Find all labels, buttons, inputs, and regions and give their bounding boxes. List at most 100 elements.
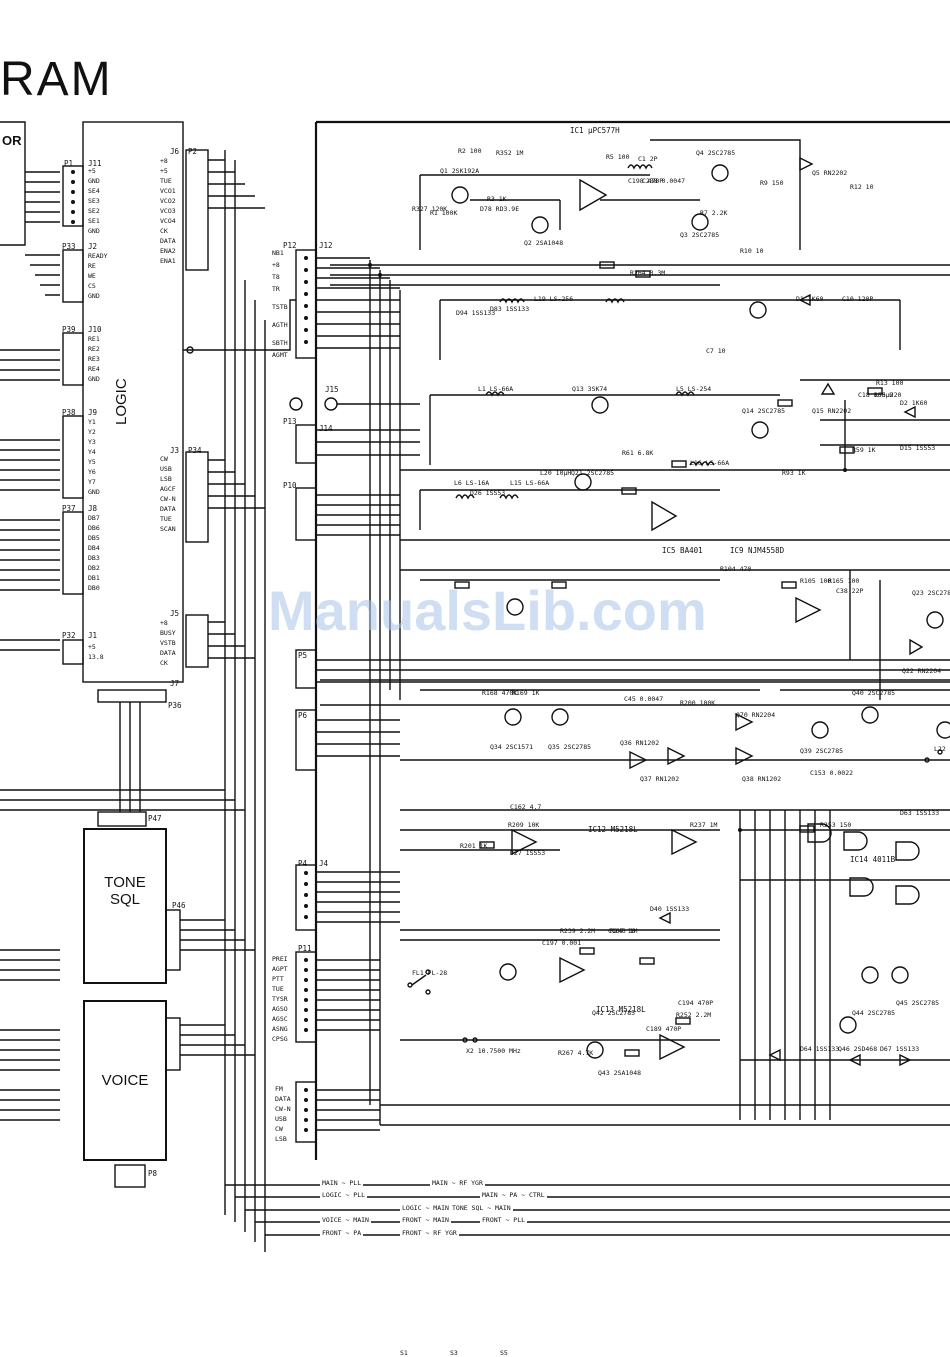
component-label: Q44 2SC2785 [852,1009,896,1017]
pin-label: ENA1 [160,257,176,265]
connector-p11: P11 [298,944,312,953]
pin-label: GND [88,177,100,185]
pin-label: BUSY [160,629,176,637]
component-label: R165 100 [828,577,860,585]
component-label: C194 470P [678,999,714,1007]
pin-label: +5 [88,167,96,175]
connector-p1: P1 [64,159,74,168]
pin-label: CW [160,455,168,463]
pin-label: SE3 [88,197,100,205]
bus-line-label: MAIN ~ PLL [320,1179,364,1187]
component-label: R252 2.2M [676,1011,712,1019]
connector-j14: J14 [319,424,333,433]
component-label: R12 10 [850,183,874,191]
component-label: C10 120P [842,295,874,303]
component-label: Q14 2SC2785 [742,407,786,415]
pin-label: T8 [272,273,280,281]
component-label: C189 470P [646,1025,682,1033]
component-label: Q39 2SC2785 [800,747,844,755]
pin-label: ASNG [272,1025,288,1033]
tone-sql-block: TONE SQL [83,828,167,984]
component-label: L20 10µH [540,469,572,477]
ic1-label: IC1 µPC577H [570,126,620,135]
component-label: Q38 RN1202 [742,775,782,783]
component-label: Q3 2SC2785 [680,231,720,239]
pin-label: GND [88,227,100,235]
pin-label: DB5 [88,534,100,542]
component-label: D67 1SS133 [880,1045,920,1053]
pin-label: CK [160,227,168,235]
connector-p32: P32 [62,631,76,640]
pin-label: TUE [160,515,172,523]
pin-label: RE2 [88,345,100,353]
component-label: R7 2.2K [700,209,728,217]
pin-label: Y2 [88,428,96,436]
connector-j11: J11 [88,159,102,168]
component-label: D83 1SS133 [490,305,530,313]
pin-label: Y3 [88,438,96,446]
component-label: Q35 2SC2785 [548,743,592,751]
pin-label: AGCF [160,485,176,493]
component-label: D78 RD3.9E [480,205,520,213]
pin-label: DATA [160,505,176,513]
component-label: Q36 RN1202 [620,739,660,747]
pin-label: GND [88,488,100,496]
component-label: R93 1K [782,469,806,477]
pin-label: DB2 [88,564,100,572]
pin-label: Y6 [88,468,96,476]
pin-label: VCO2 [160,197,176,205]
pin-label: +5 [88,643,96,651]
pin-label: +8 [160,619,168,627]
connector-p10: P10 [283,481,297,490]
component-label: R168 470K [482,689,518,697]
pin-label: 13.8 [88,653,104,661]
component-label: C238 0.0047 [642,177,686,185]
pin-label: CW-N [275,1105,291,1113]
component-label: Q34 2SC1571 [490,743,534,751]
component-label: Q5 RN2202 [812,169,848,177]
component-label: R5 100 [606,153,630,161]
partial-block-label: OR [2,133,22,148]
component-label: R352 1M [496,149,524,157]
pin-label: RE1 [88,335,100,343]
pin-label: DATA [160,649,176,657]
pin-label: LSB [160,475,172,483]
component-label: C153 0.0022 [810,769,854,777]
component-label: R239 2.2M [560,927,596,935]
component-label: R246 1M [610,927,638,935]
logic-label: LOGIC [113,378,130,425]
connector-j3: J3 [170,446,180,455]
component-label: R10 10 [740,247,764,255]
component-label: D63 1SS133 [900,809,940,817]
pin-label: TUE [160,177,172,185]
page-title: RAM [0,53,113,106]
pin-label: CS [88,282,96,290]
component-label: C167 10 [608,927,636,935]
connector-p46: P46 [172,901,186,910]
component-label: C7 10 [706,347,726,355]
ic5-label: IC5 BA401 [662,546,703,555]
connector-p37: P37 [62,504,76,513]
pin-label: LSB [275,1135,287,1143]
connector-j7: J7 [170,679,180,688]
ic14-label: IC14 4011B [850,855,896,864]
connector-j5: J5 [170,609,180,618]
component-label: Q42 2SC2785 [592,1009,636,1017]
pin-label: Y1 [88,418,96,426]
pin-label: DB7 [88,514,100,522]
pin-label: VCO3 [160,207,176,215]
component-label: C162 4.7 [510,803,542,811]
component-label: Q37 RN1202 [640,775,680,783]
component-label: Q4 2SC2785 [696,149,736,157]
pin-label: TSTB [272,303,288,311]
component-label: R267 4.7K [558,1049,594,1057]
bus-line-label: FRONT ~ PA [320,1229,364,1237]
connector-j12: J12 [319,241,333,250]
bus-line-label: MAIN ~ RF YGR [430,1179,485,1187]
pin-label: DATA [275,1095,291,1103]
component-label: C1 2P [638,155,658,163]
pin-label: PTT [272,975,284,983]
component-label: L6 LS-16A [454,479,490,487]
component-label: Q1 2SK192A [440,167,480,175]
